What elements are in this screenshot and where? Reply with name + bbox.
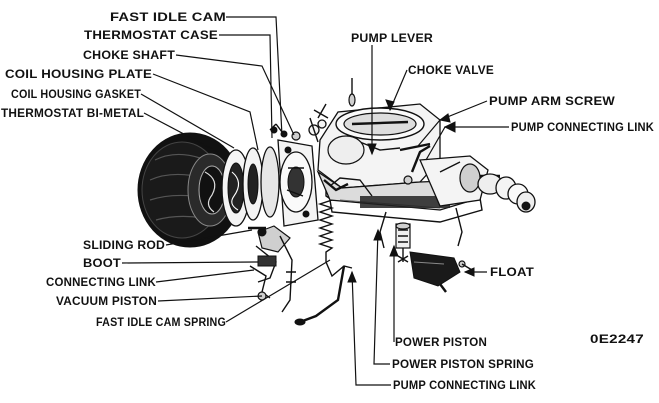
label-thermostat-bi-metal: THERMOSTAT BI-METAL (1, 108, 144, 120)
label-vacuum-piston: VACUUM PISTON (56, 296, 157, 308)
thermostat-case (269, 123, 319, 227)
leader-lines (121, 16, 509, 386)
label-choke-shaft: CHOKE SHAFT (83, 50, 175, 62)
carburetor-illustration (137, 78, 536, 326)
power-piston-float (379, 207, 473, 293)
label-sliding-rod: SLIDING ROD (83, 240, 165, 252)
label-power-piston-spring: POWER PISTON SPRING (392, 359, 534, 371)
label-pump-connecting-link-top: PUMP CONNECTING LINK (511, 122, 654, 134)
figure-id: 0E2247 (590, 334, 644, 346)
coil-gasket-plates (221, 146, 280, 227)
label-fast-idle-cam-spring: FAST IDLE CAM SPRING (96, 317, 226, 329)
arrowheads (347, 99, 475, 283)
label-connecting-link: CONNECTING LINK (46, 277, 156, 289)
label-boot: BOOT (83, 258, 121, 270)
fast-idle-cam-spring (294, 186, 353, 326)
label-pump-lever: PUMP LEVER (351, 33, 434, 45)
label-coil-housing-plate: COIL HOUSING PLATE (5, 69, 152, 81)
label-float: FLOAT (490, 267, 534, 279)
label-thermostat-case: THERMOSTAT CASE (84, 30, 218, 42)
label-power-piston: POWER PISTON (395, 337, 487, 349)
label-fast-idle-cam: FAST IDLE CAM (110, 12, 226, 24)
pump-assembly (313, 103, 536, 213)
label-coil-housing-gasket: COIL HOUSING GASKET (11, 89, 141, 101)
callout-labels: FAST IDLE CAM THERMOSTAT CASE CHOKE SHAF… (1, 12, 654, 392)
choke-linkage (248, 225, 296, 313)
label-choke-valve: CHOKE VALVE (408, 65, 494, 77)
label-pump-arm-screw: PUMP ARM SCREW (489, 96, 615, 108)
label-pump-connecting-link-bottom: PUMP CONNECTING LINK (393, 380, 536, 392)
